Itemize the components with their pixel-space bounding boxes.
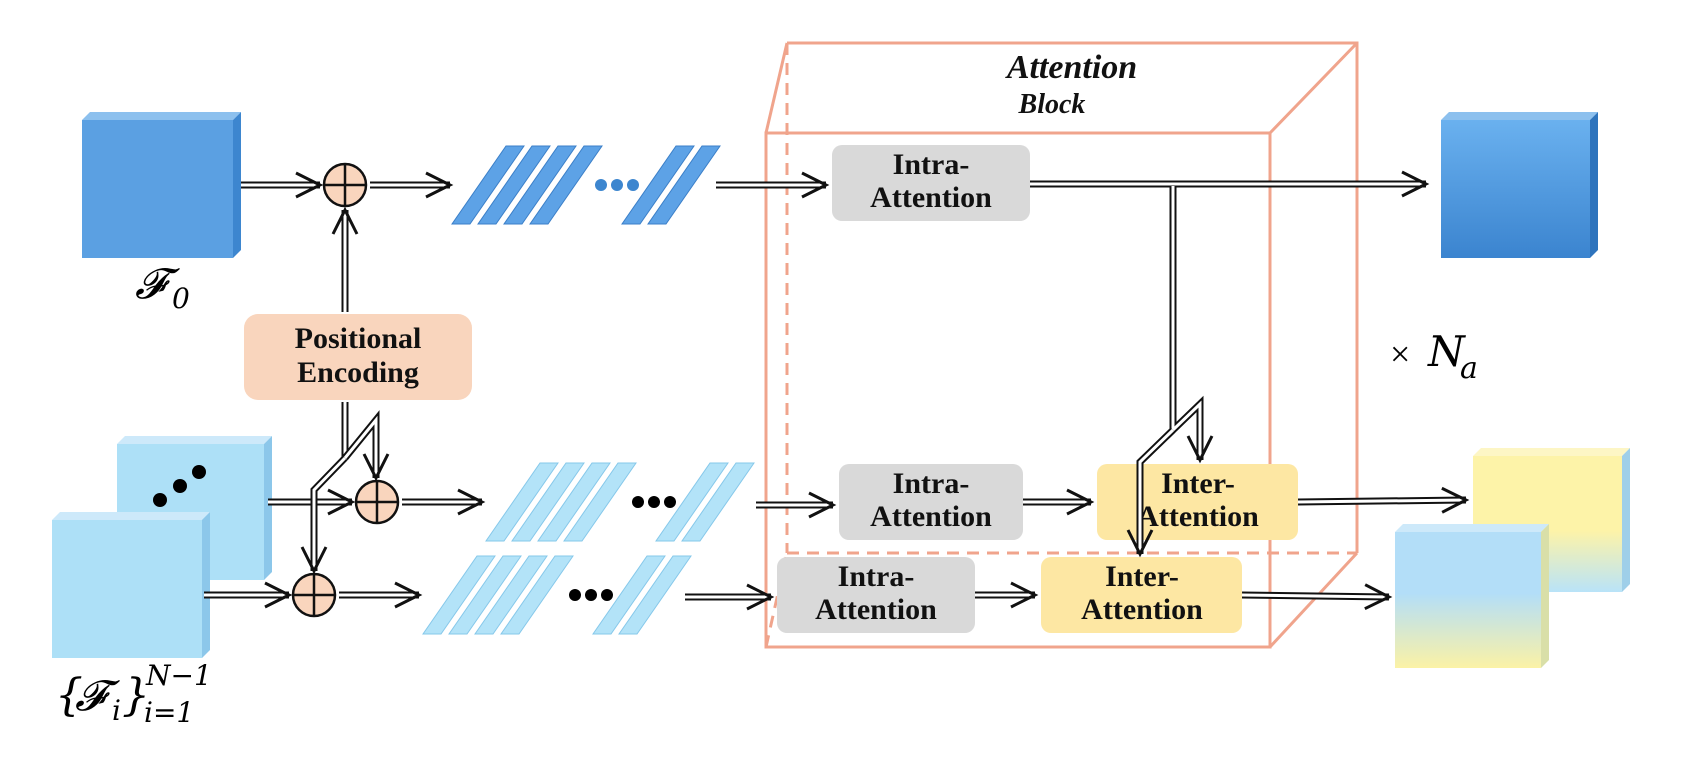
attention-block-outline	[764, 41, 1359, 649]
arrow-add-bottom-to-tokens	[339, 581, 423, 609]
block-title-line1: Attention	[1005, 49, 1137, 86]
fi-close-brace: }	[122, 670, 150, 721]
fi-subscript: i=1	[144, 696, 194, 729]
positional-encoding-box: Positional Encoding	[244, 314, 472, 400]
add-node-top	[322, 162, 368, 208]
inter-attention-middle: Inter- Attention	[1097, 464, 1298, 540]
arrow-tokens-to-intra-top	[716, 171, 830, 199]
inter-bot-line1: Inter-	[1105, 560, 1179, 593]
arrow-tokens-to-intra-bottom	[685, 583, 775, 611]
cross-arrows	[1126, 186, 1214, 558]
intra-attention-bottom: Intra- Attention	[777, 557, 975, 633]
token-strips-bottom	[422, 555, 692, 635]
positional-encoding-line2: Encoding	[297, 356, 419, 389]
inter-bot-line2: Attention	[1081, 593, 1203, 626]
arrow-pe-to-add-bottom	[300, 455, 348, 575]
flow-arrows	[204, 170, 1470, 611]
intra-mid-line1: Intra-	[893, 467, 970, 500]
intra-attention-top: Intra- Attention	[832, 145, 1030, 221]
add-node-bottom	[291, 572, 337, 618]
arrow-fi-to-add-bottom	[204, 581, 293, 609]
arrow-intra-top-to-output	[1030, 170, 1430, 198]
fi-output-cube-front	[1395, 524, 1549, 668]
stack-dots-icon	[153, 465, 206, 507]
f0-label: 𝓕 0	[135, 259, 190, 315]
inter-mid-line1: Inter-	[1161, 467, 1235, 500]
fi-open-brace: {	[55, 670, 83, 721]
intra-bot-line2: Attention	[815, 593, 937, 626]
repeat-subscript: a	[1460, 351, 1478, 386]
arrow-pe-to-add-middle	[342, 410, 390, 482]
intra-top-line1: Intra-	[893, 148, 970, 181]
arrow-inter-bottom-to-output	[1241, 583, 1393, 611]
arrow-top-to-inter-bottom	[1126, 427, 1176, 558]
intra-top-line2: Attention	[870, 181, 992, 214]
repeat-symbol: N	[1427, 327, 1466, 376]
arrow-inter-middle-to-output	[1297, 486, 1470, 514]
arrow-fi-to-add-middle	[268, 488, 356, 516]
f0-output-cube	[1441, 112, 1598, 258]
repeat-times: ×	[1390, 334, 1410, 374]
repeat-count-label: × N a	[1390, 327, 1478, 386]
arrow-top-to-inter-middle	[1169, 186, 1214, 464]
arrow-pe-to-add-top	[331, 206, 359, 312]
f0-input-cube	[82, 112, 241, 258]
fi-sub-i: i	[112, 694, 121, 727]
intra-bot-line1: Intra-	[838, 560, 915, 593]
fi-superscript: N−1	[145, 659, 212, 692]
inter-attention-bottom: Inter- Attention	[1041, 557, 1242, 633]
f0-subscript: 0	[172, 282, 190, 315]
arrow-tokens-to-intra-middle	[756, 491, 837, 519]
arrow-add-middle-to-tokens	[402, 488, 486, 516]
intra-mid-line2: Attention	[870, 500, 992, 533]
fi-label: { 𝓕 i } N−1 i=1	[55, 659, 212, 729]
block-title-line2: Block	[1018, 89, 1086, 120]
arrow-intra-to-inter-bottom	[975, 581, 1039, 609]
arrow-intra-to-inter-middle	[1023, 488, 1095, 516]
intra-attention-middle: Intra- Attention	[839, 464, 1023, 540]
fi-input-cube-front	[52, 512, 210, 658]
token-strips-middle	[485, 462, 755, 542]
add-node-middle	[354, 479, 400, 525]
token-strips-top	[451, 145, 721, 225]
arrow-f0-to-add	[241, 171, 324, 199]
arrow-add-to-tokens-top	[370, 171, 454, 199]
inter-mid-line2: Attention	[1137, 500, 1259, 533]
positional-encoding-line1: Positional	[295, 322, 422, 355]
